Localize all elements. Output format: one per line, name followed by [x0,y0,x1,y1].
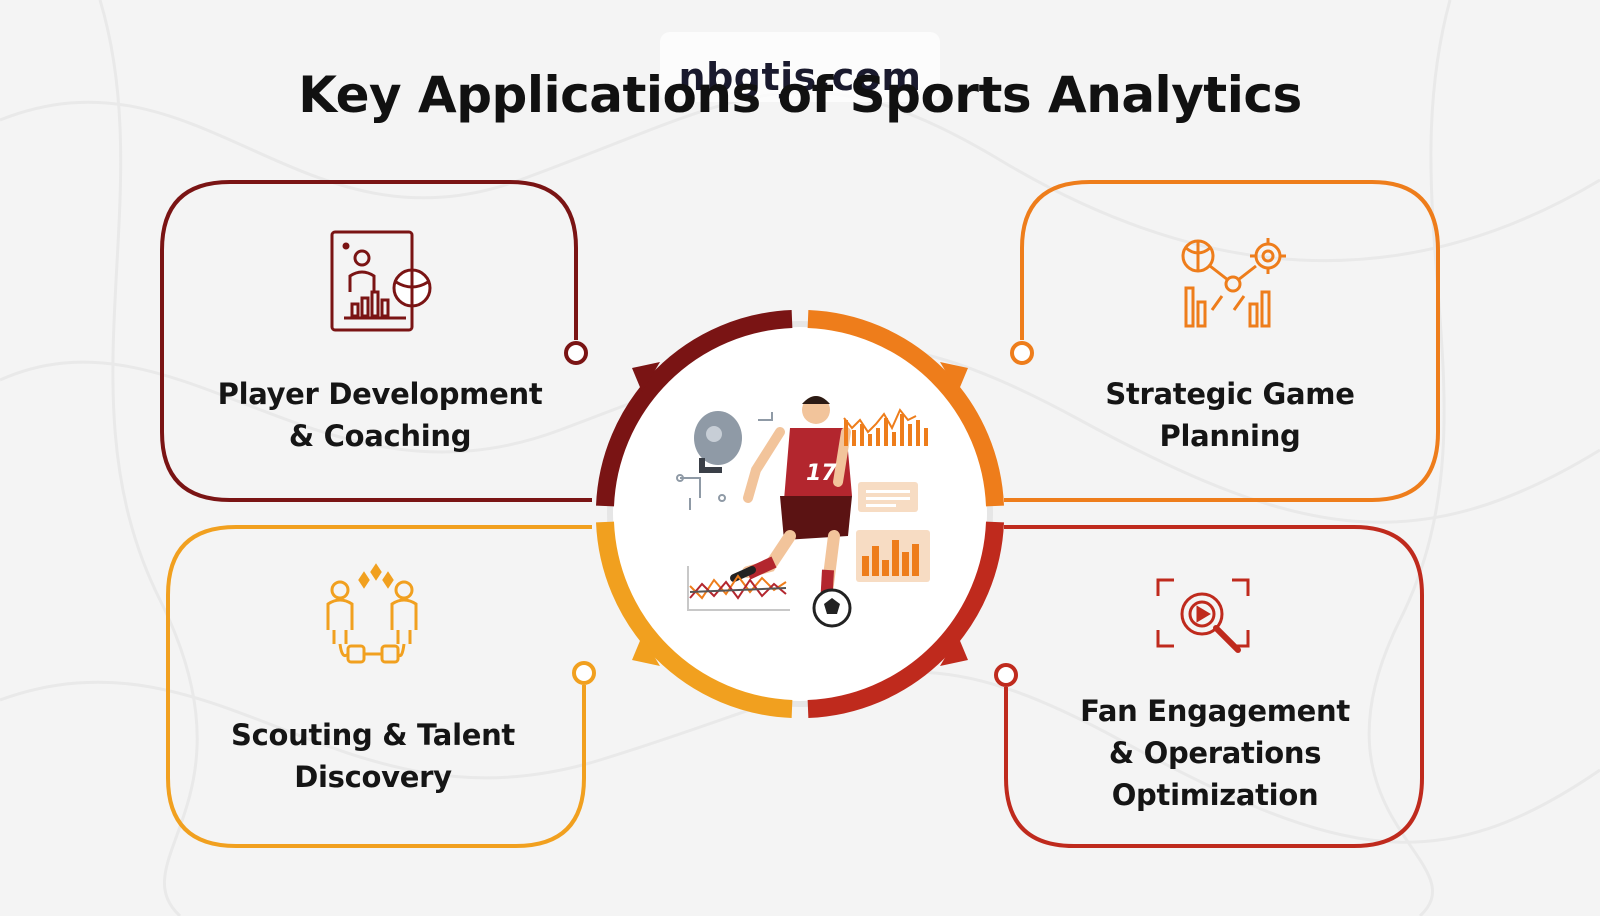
card-label-player-development: Player Development & Coaching [217,377,543,453]
ring-segment-crimson [807,521,1004,718]
card-label-scouting: Scouting & Talent Discovery [231,718,515,794]
bar-chart-panel-icon [856,530,930,582]
card-connector-dot-scouting [572,661,596,685]
card-connector-dot-player [564,341,588,365]
page-title: Key Applications of Sports Analytics [298,66,1302,124]
ring-segment-orange [807,310,1004,507]
soccer-ball-icon [812,588,852,628]
strategy-network-icon [1181,238,1286,328]
line-chart-icon [687,566,790,611]
ring-notch-top-left [632,362,660,392]
card-frame-scouting [166,525,592,848]
watermark: nbgtjs.com [660,32,940,102]
card-connector-dot-strategic [1010,341,1034,365]
ring-notch-top-right [940,362,968,392]
card-label-fan-engagement: Fan Engagement & Operations Optimization [1080,694,1350,812]
ring-notch-bottom-left [632,636,660,666]
video-search-icon [1156,578,1250,653]
ring-segment-dark-red [596,310,793,507]
card-label-strategic-planning: Strategic Game Planning [1105,377,1355,453]
card-frame-player-development [160,180,592,502]
text-panel-icon [858,482,918,512]
bar-chart-top-icon [843,408,928,446]
card-connector-dot-fan [994,663,1018,687]
jersey-number: 17 [806,461,837,486]
robot-head-icon [676,411,773,510]
card-frame-fan-engagement [1004,525,1424,848]
ring-segment-amber [596,521,793,718]
soccer-player-figure: 17 [730,396,852,607]
talent-scouting-icon [326,563,418,664]
ring-notch-bottom-right [940,636,968,666]
card-frame-strategic-planning [1004,180,1440,502]
player-analysis-icon [330,230,432,332]
